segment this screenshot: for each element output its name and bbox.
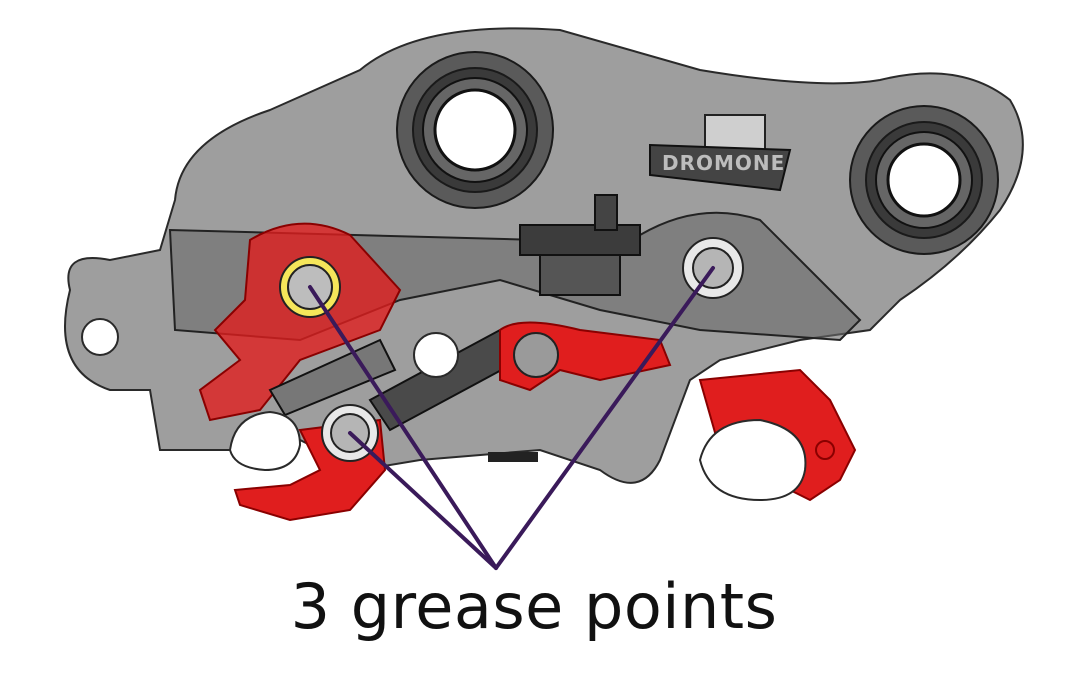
right-jaw-opening (698, 418, 807, 502)
middle-hole (413, 332, 459, 378)
central-pivot (513, 332, 559, 378)
leader-line-right (494, 266, 715, 570)
left-red-latch (198, 222, 402, 422)
brand-label: DROMONE (662, 151, 785, 175)
diagram-caption: 3 grease points (290, 570, 778, 643)
leader-lines (308, 266, 715, 570)
left-jaw-opening (228, 410, 302, 472)
left-mount-hole (81, 318, 119, 356)
leader-line-lower-left (348, 431, 498, 570)
right-hook-hole (815, 440, 835, 460)
right-pin-boss (849, 105, 999, 255)
upper-pin-boss (396, 51, 554, 209)
bottom-slot (488, 452, 538, 462)
leader-line-left-upper (308, 285, 498, 570)
brand-plate: DROMONE (649, 114, 792, 192)
valve-block (519, 194, 641, 296)
